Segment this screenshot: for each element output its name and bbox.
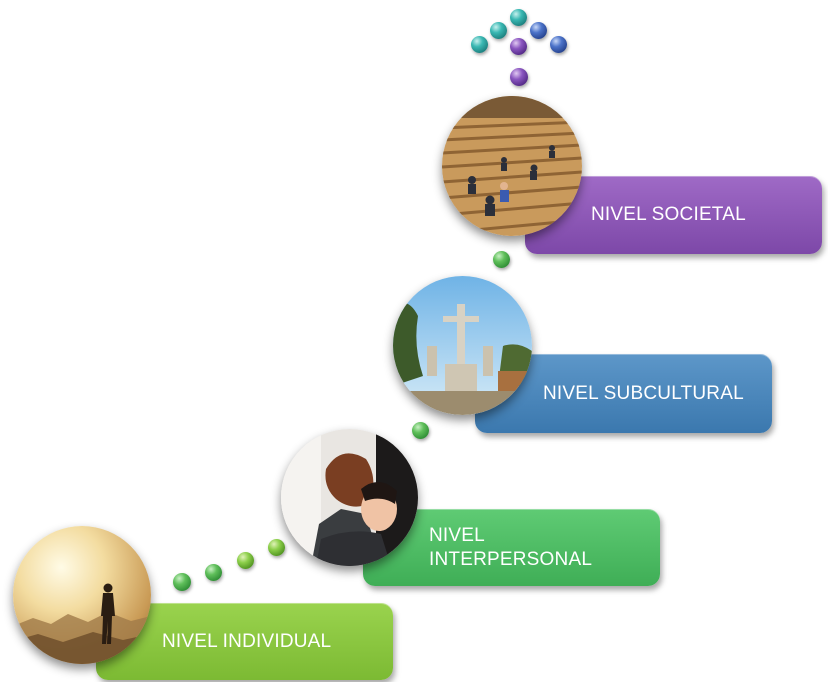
connector-dot (493, 251, 510, 268)
arrow-dot (490, 22, 507, 39)
connector-dot (510, 68, 528, 86)
connector-dot (205, 564, 222, 581)
level-box-interpersonal: NIVEL INTERPERSONAL (363, 509, 660, 586)
connector-dot (237, 552, 254, 569)
crucifix-monument-photo (393, 276, 532, 415)
arrow-dot (530, 22, 547, 39)
arrow-dot (550, 36, 567, 53)
connector-dot (268, 539, 285, 556)
connector-dot (173, 573, 191, 591)
level-label-subcultural: NIVEL SUBCULTURAL (543, 382, 744, 404)
arrow-dot (471, 36, 488, 53)
level-label-individual: NIVEL INDIVIDUAL (162, 630, 332, 652)
level-label-interpersonal: NIVEL INTERPERSONAL (429, 524, 593, 570)
connector-dot (412, 422, 429, 439)
mother-hugging-child-photo (281, 429, 418, 566)
arrow-dot (510, 9, 527, 26)
auditorium-audience-photo (442, 96, 582, 236)
level-label-societal: NIVEL SOCIETAL (591, 204, 746, 225)
person-at-sunset-photo (13, 526, 151, 664)
arrow-dot (510, 38, 527, 55)
